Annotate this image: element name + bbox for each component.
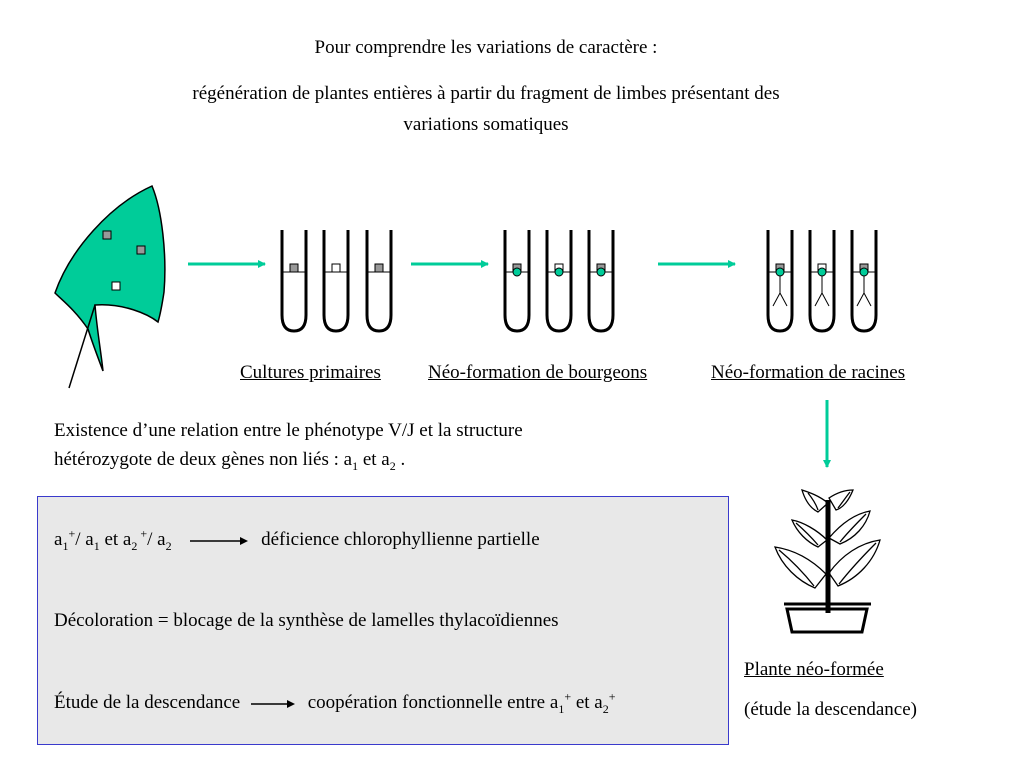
genotype-sub-2: 1 bbox=[93, 538, 100, 553]
tubes-racines bbox=[766, 230, 878, 333]
label-plante-neoformee: Plante néo-formée bbox=[744, 659, 884, 680]
descendance-left: Étude de la descendance bbox=[54, 692, 241, 713]
box-row-genotype: a1+/ a1 et a2 +/ a2 déficience chlorophy… bbox=[54, 526, 540, 553]
descendance-right: coopération fonctionnelle entre a bbox=[307, 692, 559, 713]
tubes-cultures-primaires bbox=[280, 230, 393, 333]
genotype-sup-2: + bbox=[137, 526, 148, 541]
leaf-sector-gray-2 bbox=[136, 245, 146, 255]
leaf-fragment bbox=[54, 184, 166, 389]
bud-tube bbox=[545, 230, 573, 333]
leaf-sector-gray-1 bbox=[102, 230, 112, 240]
relation-line-2: hétérozygote de deux gènes non liés : a1… bbox=[54, 449, 406, 473]
culture-tube bbox=[280, 230, 308, 333]
title-line-3: variations somatiques bbox=[403, 114, 569, 135]
arrow-right-icon bbox=[190, 536, 249, 545]
bud-tube bbox=[587, 230, 615, 333]
leaf-sector-white bbox=[111, 281, 121, 291]
relation-sub-2: 2 bbox=[389, 458, 396, 473]
relation-mid: et a bbox=[358, 449, 390, 470]
title-line-1: Pour comprendre les variations de caract… bbox=[314, 37, 658, 58]
descendance-sup-2: + bbox=[608, 689, 616, 704]
label-neoformation-racines: Néo-formation de racines bbox=[711, 362, 906, 383]
box-row-decoloration: Décoloration = blocage de la synthèse de… bbox=[54, 610, 559, 631]
genotype-result: déficience chlorophyllienne partielle bbox=[261, 529, 540, 550]
genotype-sub-4: 2 bbox=[165, 538, 172, 553]
plant-leaves bbox=[774, 488, 881, 589]
genotype-sub-3: 2 bbox=[131, 538, 138, 553]
relation-text: hétérozygote de deux gènes non liés : a bbox=[54, 449, 353, 470]
label-etude-descendance: (étude la descendance) bbox=[744, 699, 918, 720]
relation-line-1: Existence d’une relation entre le phénot… bbox=[54, 420, 523, 441]
bud-tube bbox=[503, 230, 531, 333]
arrow-right-icon bbox=[250, 699, 295, 708]
root-tube bbox=[808, 230, 836, 333]
genotype-et: et a bbox=[99, 529, 132, 550]
regenerated-plant bbox=[774, 488, 881, 634]
label-neoformation-bourgeons: Néo-formation de bourgeons bbox=[428, 362, 648, 383]
culture-tube bbox=[365, 230, 393, 333]
descendance-mid: et a bbox=[571, 692, 603, 713]
relation-sub-1: 1 bbox=[352, 458, 359, 473]
relation-end: . bbox=[395, 449, 406, 470]
genotype-slash: / a bbox=[75, 529, 94, 550]
tubes-bourgeons bbox=[503, 230, 615, 333]
root-tube bbox=[850, 230, 878, 333]
genotype-sub: 1 bbox=[62, 538, 69, 553]
root-tube bbox=[766, 230, 794, 333]
label-cultures-primaires: Cultures primaires bbox=[240, 362, 381, 383]
genotype-sup: + bbox=[68, 526, 76, 541]
box-row-descendance: Étude de la descendance coopération fonc… bbox=[54, 689, 616, 716]
descendance-sub-1: 1 bbox=[558, 701, 565, 716]
info-box: a1+/ a1 et a2 +/ a2 déficience chlorophy… bbox=[37, 496, 729, 745]
descendance-sub-2: 2 bbox=[602, 701, 609, 716]
genotype-a: a bbox=[54, 529, 63, 550]
plant-pot bbox=[784, 602, 871, 634]
culture-tube bbox=[322, 230, 350, 333]
title-line-2: régénération de plantes entières à parti… bbox=[192, 83, 780, 104]
genotype-slash-2: / a bbox=[147, 529, 166, 550]
descendance-sup-1: + bbox=[564, 689, 572, 704]
